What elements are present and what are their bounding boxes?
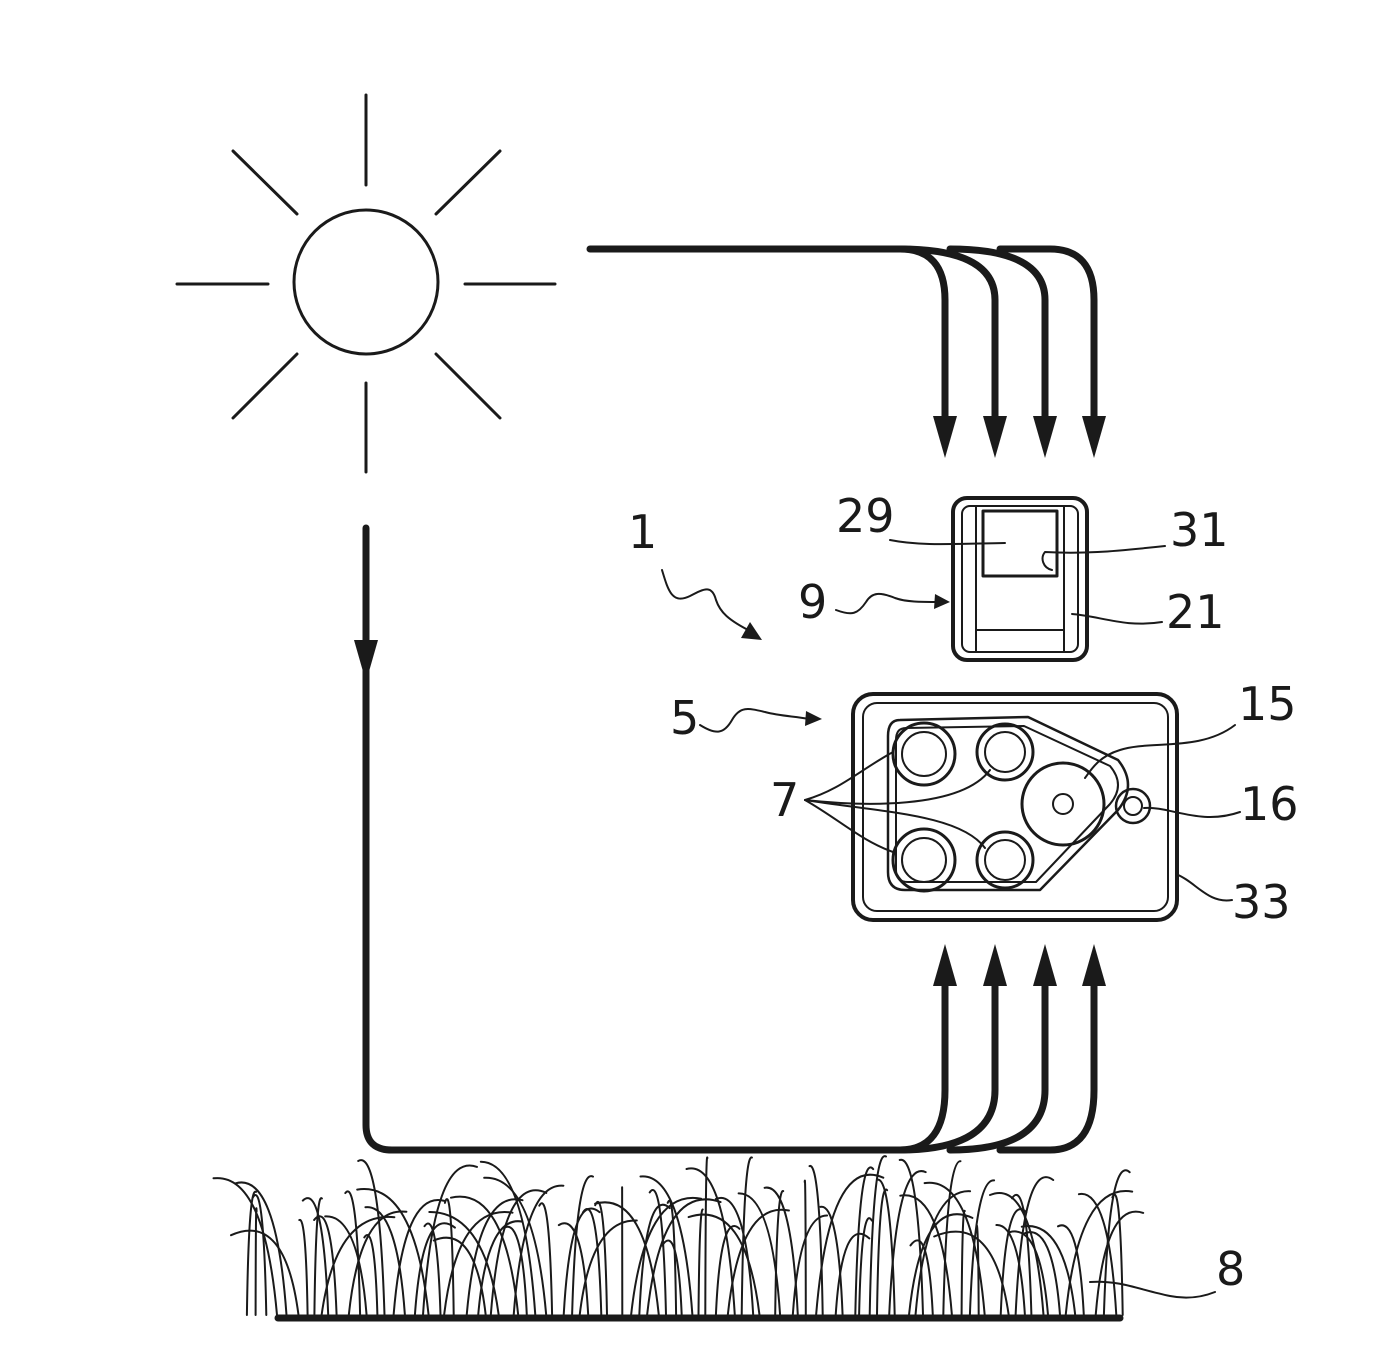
grass-blade [810, 1166, 823, 1315]
grass-blade [365, 1207, 405, 1315]
sensor-element [977, 724, 1033, 780]
incident-light-arrows [590, 249, 1106, 458]
grass-blade [358, 1160, 384, 1315]
grass-blade [705, 1157, 707, 1315]
grass-blade [977, 1225, 979, 1315]
grass-blade [214, 1178, 278, 1315]
grass-blade [299, 1220, 307, 1315]
label-display: 29 [836, 489, 895, 543]
grass-blade [583, 1209, 601, 1315]
grass-blade [1001, 1209, 1027, 1315]
label-housing-9: 21 [1166, 585, 1225, 639]
label-indicator: 16 [1240, 777, 1299, 831]
grass-blade [1112, 1194, 1122, 1315]
grass-blade [765, 1188, 798, 1315]
grass-blade [467, 1199, 523, 1315]
grass-blade [816, 1175, 883, 1315]
label-device: 5 [670, 691, 699, 745]
grass-blade [877, 1190, 887, 1315]
label-mobile-unit: 9 [798, 575, 827, 629]
sensor-element [893, 829, 955, 891]
sun-icon [177, 95, 555, 472]
grass-blade [836, 1234, 870, 1315]
grass-blade [256, 1208, 257, 1315]
central-sensor [1022, 763, 1104, 845]
mobile-unit [953, 498, 1087, 660]
grass-blade [481, 1162, 536, 1315]
grass-blade [943, 1161, 960, 1315]
grass-blade [699, 1209, 703, 1315]
grass-blade [345, 1191, 360, 1315]
label-lawn: 8 [1216, 1242, 1245, 1296]
sensor-device [853, 694, 1177, 920]
grass-blade [641, 1176, 693, 1315]
lawn-grass [214, 1156, 1144, 1318]
grass-blade [539, 1203, 552, 1315]
grass-blade [235, 1182, 286, 1315]
grass-blade [962, 1211, 965, 1315]
label-central-sensor: 15 [1238, 677, 1297, 731]
reflected-light-path [354, 528, 1106, 1150]
sensor-element [893, 723, 955, 785]
grass-blade [925, 1183, 985, 1315]
sensor-element [977, 832, 1033, 888]
label-system: 1 [628, 505, 657, 559]
label-housing-5: 33 [1232, 875, 1291, 929]
grass-blade [805, 1181, 806, 1315]
grass-blade [687, 1168, 735, 1315]
grass-blade [647, 1199, 721, 1315]
grass-blade [877, 1180, 894, 1315]
label-display-surface: 31 [1170, 503, 1229, 557]
label-sensors: 7 [770, 773, 799, 827]
